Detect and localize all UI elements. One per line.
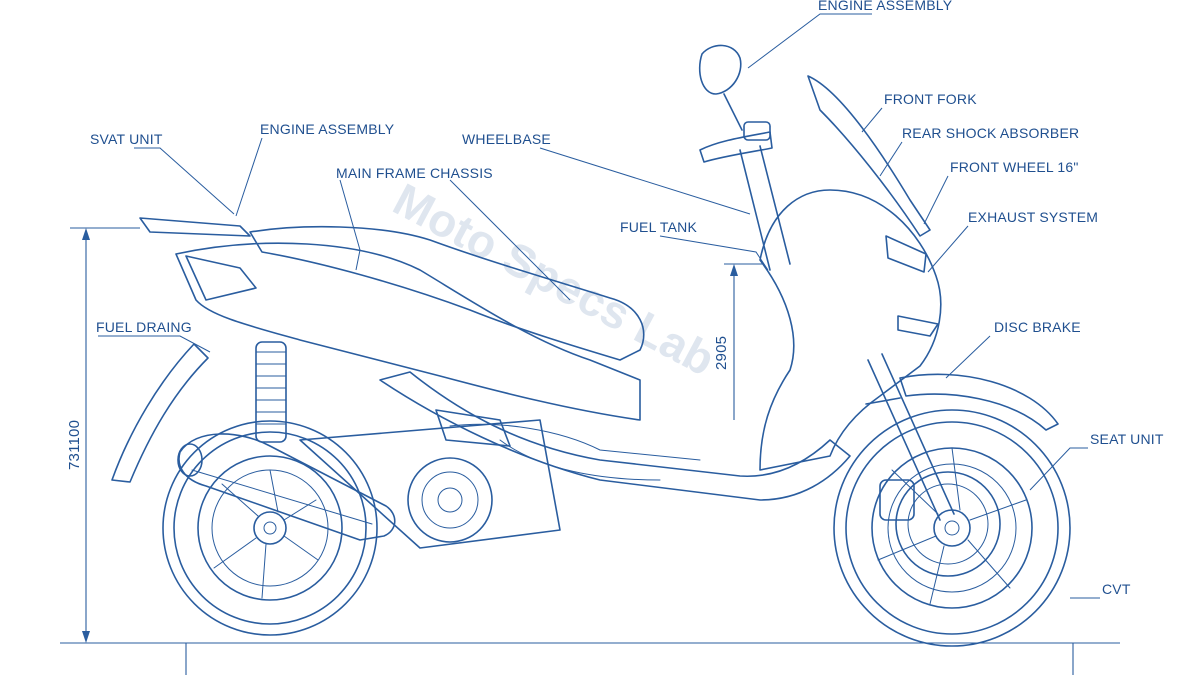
handlebar — [699, 131, 773, 163]
headlight — [885, 235, 927, 273]
front-disc-brake — [879, 471, 1001, 577]
rear-grab-rail — [139, 217, 251, 237]
front-turn-signal — [897, 315, 939, 337]
label-engine-assembly-top: ENGINE ASSEMBLY — [818, 0, 953, 13]
floorboard — [379, 371, 851, 501]
tail-light — [185, 255, 257, 301]
label-front-fork: FRONT FORK — [884, 91, 977, 107]
overall-height-dimension: 731100 — [66, 227, 140, 643]
overall-height-value: 731100 — [66, 420, 83, 470]
side-panel-vent — [435, 409, 511, 447]
steering-column — [739, 145, 791, 271]
seat-height-value: 2905 — [713, 336, 730, 370]
front-wheel — [833, 409, 1071, 647]
label-disc-brake: DISC BRAKE — [994, 319, 1081, 335]
ground-reference — [60, 642, 1120, 675]
windshield — [807, 75, 931, 237]
label-main-frame-chassis: MAIN FRAME CHASSIS — [336, 165, 493, 181]
seat-height-dimension: 2905 — [713, 263, 764, 420]
leg-shield — [759, 189, 942, 471]
rear-mudguard — [111, 343, 209, 483]
rear-shock — [255, 341, 287, 443]
label-cvt: CVT — [1102, 581, 1131, 597]
label-rear-shock-absorber: REAR SHOCK ABSORBER — [902, 125, 1079, 141]
seat — [249, 225, 645, 361]
label-wheelbase: WHEELBASE — [462, 131, 551, 147]
label-fuel-tank: FUEL TANK — [620, 219, 697, 235]
body-side-detail — [449, 423, 701, 481]
exhaust — [177, 433, 396, 541]
label-engine-assembly-left: ENGINE ASSEMBLY — [260, 121, 395, 137]
label-fuel-drawing: FUEL DRAING — [96, 319, 192, 335]
label-front-wheel: FRONT WHEEL 16" — [950, 159, 1079, 175]
front-fender — [899, 373, 1059, 431]
engine-cvt — [299, 419, 561, 549]
mirror — [698, 44, 743, 131]
leader-lines — [98, 13, 1100, 599]
brake-reservoir — [743, 121, 771, 141]
rear-wheel — [162, 420, 378, 636]
label-svat-unit: SVAT UNIT — [90, 131, 163, 147]
label-seat-unit-right: SEAT UNIT — [1090, 431, 1164, 447]
label-exhaust-system: EXHAUST SYSTEM — [968, 209, 1098, 225]
rear-body-panel — [175, 242, 641, 421]
